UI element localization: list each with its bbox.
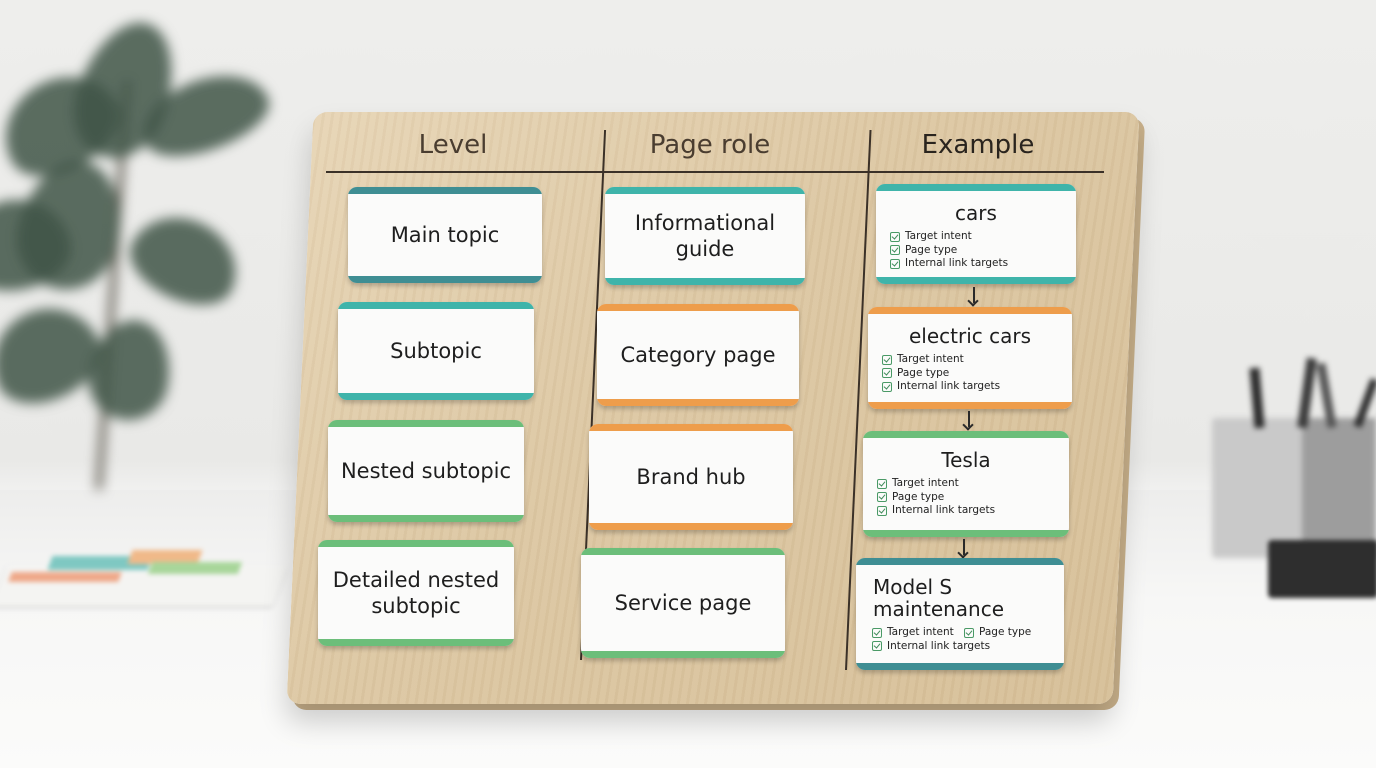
check-icon <box>890 245 900 256</box>
check-icon <box>882 381 892 392</box>
level-card-main-topic[interactable]: Main topic <box>348 187 542 283</box>
example-card-model-s-maintenance[interactable]: Model S maintenance Target intent Page t… <box>856 558 1064 670</box>
checklist: Target intent Page type Internal link ta… <box>890 230 1008 271</box>
check-icon <box>872 627 882 638</box>
check-icon <box>964 627 974 638</box>
arrow-down-icon <box>973 287 975 303</box>
column-header-page-role: Page role <box>649 130 771 160</box>
checklist: Target intent Page type Internal link ta… <box>872 626 1054 653</box>
check-icon <box>877 505 887 516</box>
checklist: Target intent Page type Internal link ta… <box>877 477 995 518</box>
checklist-item: Target intent <box>890 230 1008 244</box>
desk-tray <box>1268 540 1376 598</box>
plant-background <box>0 8 300 490</box>
checklist-item: Internal link targets <box>882 380 1000 394</box>
checklist-item: Internal link targets <box>890 257 1008 271</box>
level-card-subtopic[interactable]: Subtopic <box>338 302 534 400</box>
check-icon <box>877 492 887 503</box>
checklist-item: Page type <box>890 244 1008 258</box>
example-title: Model S maintenance <box>873 575 1005 621</box>
role-label: Service page <box>614 591 752 615</box>
checklist-item: Internal link targets <box>877 504 995 518</box>
level-card-nested-subtopic[interactable]: Nested subtopic <box>328 420 524 522</box>
checklist-item: Page type <box>877 491 995 505</box>
level-card-detailed-nested-subtopic[interactable]: Detailed nested subtopic <box>318 540 514 646</box>
role-card-service-page[interactable]: Service page <box>581 548 785 658</box>
check-icon <box>882 354 892 365</box>
check-icon <box>890 258 900 269</box>
sticky-notes <box>0 548 290 608</box>
checklist-item: Internal link targets <box>872 640 1054 654</box>
checklist-item: Target intent <box>882 353 1000 367</box>
check-icon <box>890 231 900 242</box>
checklist-item: Target intent <box>877 477 995 491</box>
column-header-example: Example <box>921 130 1035 160</box>
role-card-informational-guide[interactable]: Informational guide <box>605 187 805 285</box>
checklist: Target intent Page type Internal link ta… <box>882 353 1000 394</box>
check-icon <box>882 368 892 379</box>
header-divider <box>326 171 1104 173</box>
checklist-item: Page type <box>964 626 1054 640</box>
level-label: Detailed nested subtopic <box>332 568 500 618</box>
role-card-brand-hub[interactable]: Brand hub <box>589 424 793 530</box>
arrow-down-icon <box>963 539 965 555</box>
example-card-cars[interactable]: cars Target intent Page type Internal li… <box>876 184 1076 284</box>
check-icon <box>872 641 882 652</box>
example-title: electric cars <box>908 324 1032 348</box>
role-label: Category page <box>620 343 776 367</box>
pen-holder <box>1212 357 1376 558</box>
example-card-electric-cars[interactable]: electric cars Target intent Page type In… <box>868 307 1072 409</box>
check-icon <box>877 478 887 489</box>
role-label: Informational guide <box>634 211 776 261</box>
checklist-item: Target intent <box>872 626 964 640</box>
example-title: cars <box>955 201 997 225</box>
role-label: Brand hub <box>636 465 746 489</box>
example-card-tesla[interactable]: Tesla Target intent Page type Internal l… <box>863 431 1069 537</box>
example-title: Tesla <box>941 448 991 472</box>
level-label: Main topic <box>390 223 500 247</box>
arrow-down-icon <box>968 411 970 427</box>
column-header-level: Level <box>418 130 488 160</box>
level-label: Nested subtopic <box>340 459 512 483</box>
checklist-item: Page type <box>882 367 1000 381</box>
role-card-category-page[interactable]: Category page <box>597 304 799 406</box>
level-label: Subtopic <box>390 339 482 363</box>
